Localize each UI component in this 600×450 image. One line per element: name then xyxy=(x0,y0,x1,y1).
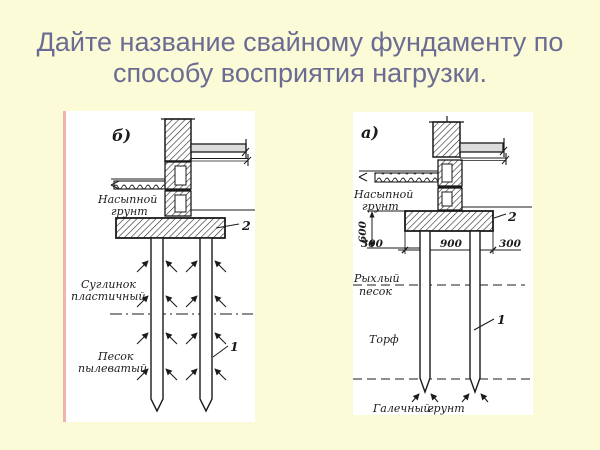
pile-left xyxy=(150,237,164,413)
pile-spacing-dimension: 300 900 300 xyxy=(361,231,522,254)
diagram-end-bearing-piles: а) xyxy=(353,112,533,415)
pile-cap xyxy=(404,210,494,232)
pile-callout: 1 xyxy=(212,339,239,358)
sand-line2: пылеватый xyxy=(78,362,147,375)
dim-center-label: 900 xyxy=(440,238,463,250)
loose-sand-line1: Рыхлый xyxy=(353,272,400,285)
piles xyxy=(150,237,213,413)
soil-label-pebble: Галечный грунт xyxy=(372,402,465,415)
cap-height-dim-label: 600 xyxy=(357,220,369,243)
panel-label: б) xyxy=(112,126,131,145)
dim-right-label: 300 xyxy=(499,238,522,250)
title-line-1: Дайте название свайному фундаменту по xyxy=(36,27,564,57)
pile-right xyxy=(469,230,481,395)
fill-soil-line2: грунт xyxy=(111,205,148,218)
pile-left xyxy=(419,230,431,395)
pile-right xyxy=(199,237,213,413)
foundation-blocks xyxy=(437,159,463,211)
loam-line1: Суглинок xyxy=(81,278,136,291)
pebble-line1: Галечный xyxy=(372,402,431,415)
end-bearing-arrows xyxy=(411,393,489,403)
fill-soil-line1: Насыпной xyxy=(353,188,413,201)
floor-beams xyxy=(459,138,510,165)
cap-callout-label: 2 xyxy=(507,209,517,224)
pebble-line2: грунт xyxy=(428,402,465,415)
friction-arrows xyxy=(136,260,227,381)
diagram-friction-piles: б) xyxy=(63,111,255,422)
piles xyxy=(419,230,481,395)
floor-beams xyxy=(190,139,252,166)
cap-callout-label: 2 xyxy=(241,218,251,233)
pile-callout: 1 xyxy=(473,312,506,331)
soil-label-sand: Песок пылеватый xyxy=(78,350,147,375)
wall-column xyxy=(161,118,195,162)
friction-piles-drawing: б) xyxy=(71,118,255,413)
cap-callout: 2 xyxy=(493,209,517,224)
fill-soil-line1: Насыпной xyxy=(97,193,157,206)
title-line-2: способу восприятия нагрузки. xyxy=(112,58,488,88)
sand-line1: Песок xyxy=(97,350,134,363)
soil-label-fill: Насыпной грунт xyxy=(97,193,157,218)
soil-label-loose-sand: Рыхлый песок xyxy=(353,272,400,298)
floor-slab xyxy=(358,170,439,183)
pile-cap xyxy=(115,217,226,239)
cap-height-dimension: 600 xyxy=(357,210,420,249)
soil-label-fill: Насыпной грунт xyxy=(353,188,413,213)
pile-callout-label: 1 xyxy=(497,312,506,327)
panel-label: а) xyxy=(361,123,379,142)
soil-label-loam: Суглинок пластичный xyxy=(71,278,145,303)
pile-callout-label: 1 xyxy=(230,339,239,354)
soil-label-peat: Торф xyxy=(369,333,399,346)
loam-line2: пластичный xyxy=(71,290,145,303)
dim-left-label: 300 xyxy=(361,238,384,250)
fill-soil-line2: грунт xyxy=(362,200,399,213)
end-bearing-piles-drawing: а) xyxy=(353,116,532,415)
foundation-blocks xyxy=(164,161,192,217)
cap-callout: 2 xyxy=(215,218,251,233)
wall-column xyxy=(429,116,464,158)
slide-title: Дайте название свайному фундаменту по сп… xyxy=(0,0,600,89)
floor-slab xyxy=(110,178,166,190)
loose-sand-line2: песок xyxy=(359,285,392,298)
